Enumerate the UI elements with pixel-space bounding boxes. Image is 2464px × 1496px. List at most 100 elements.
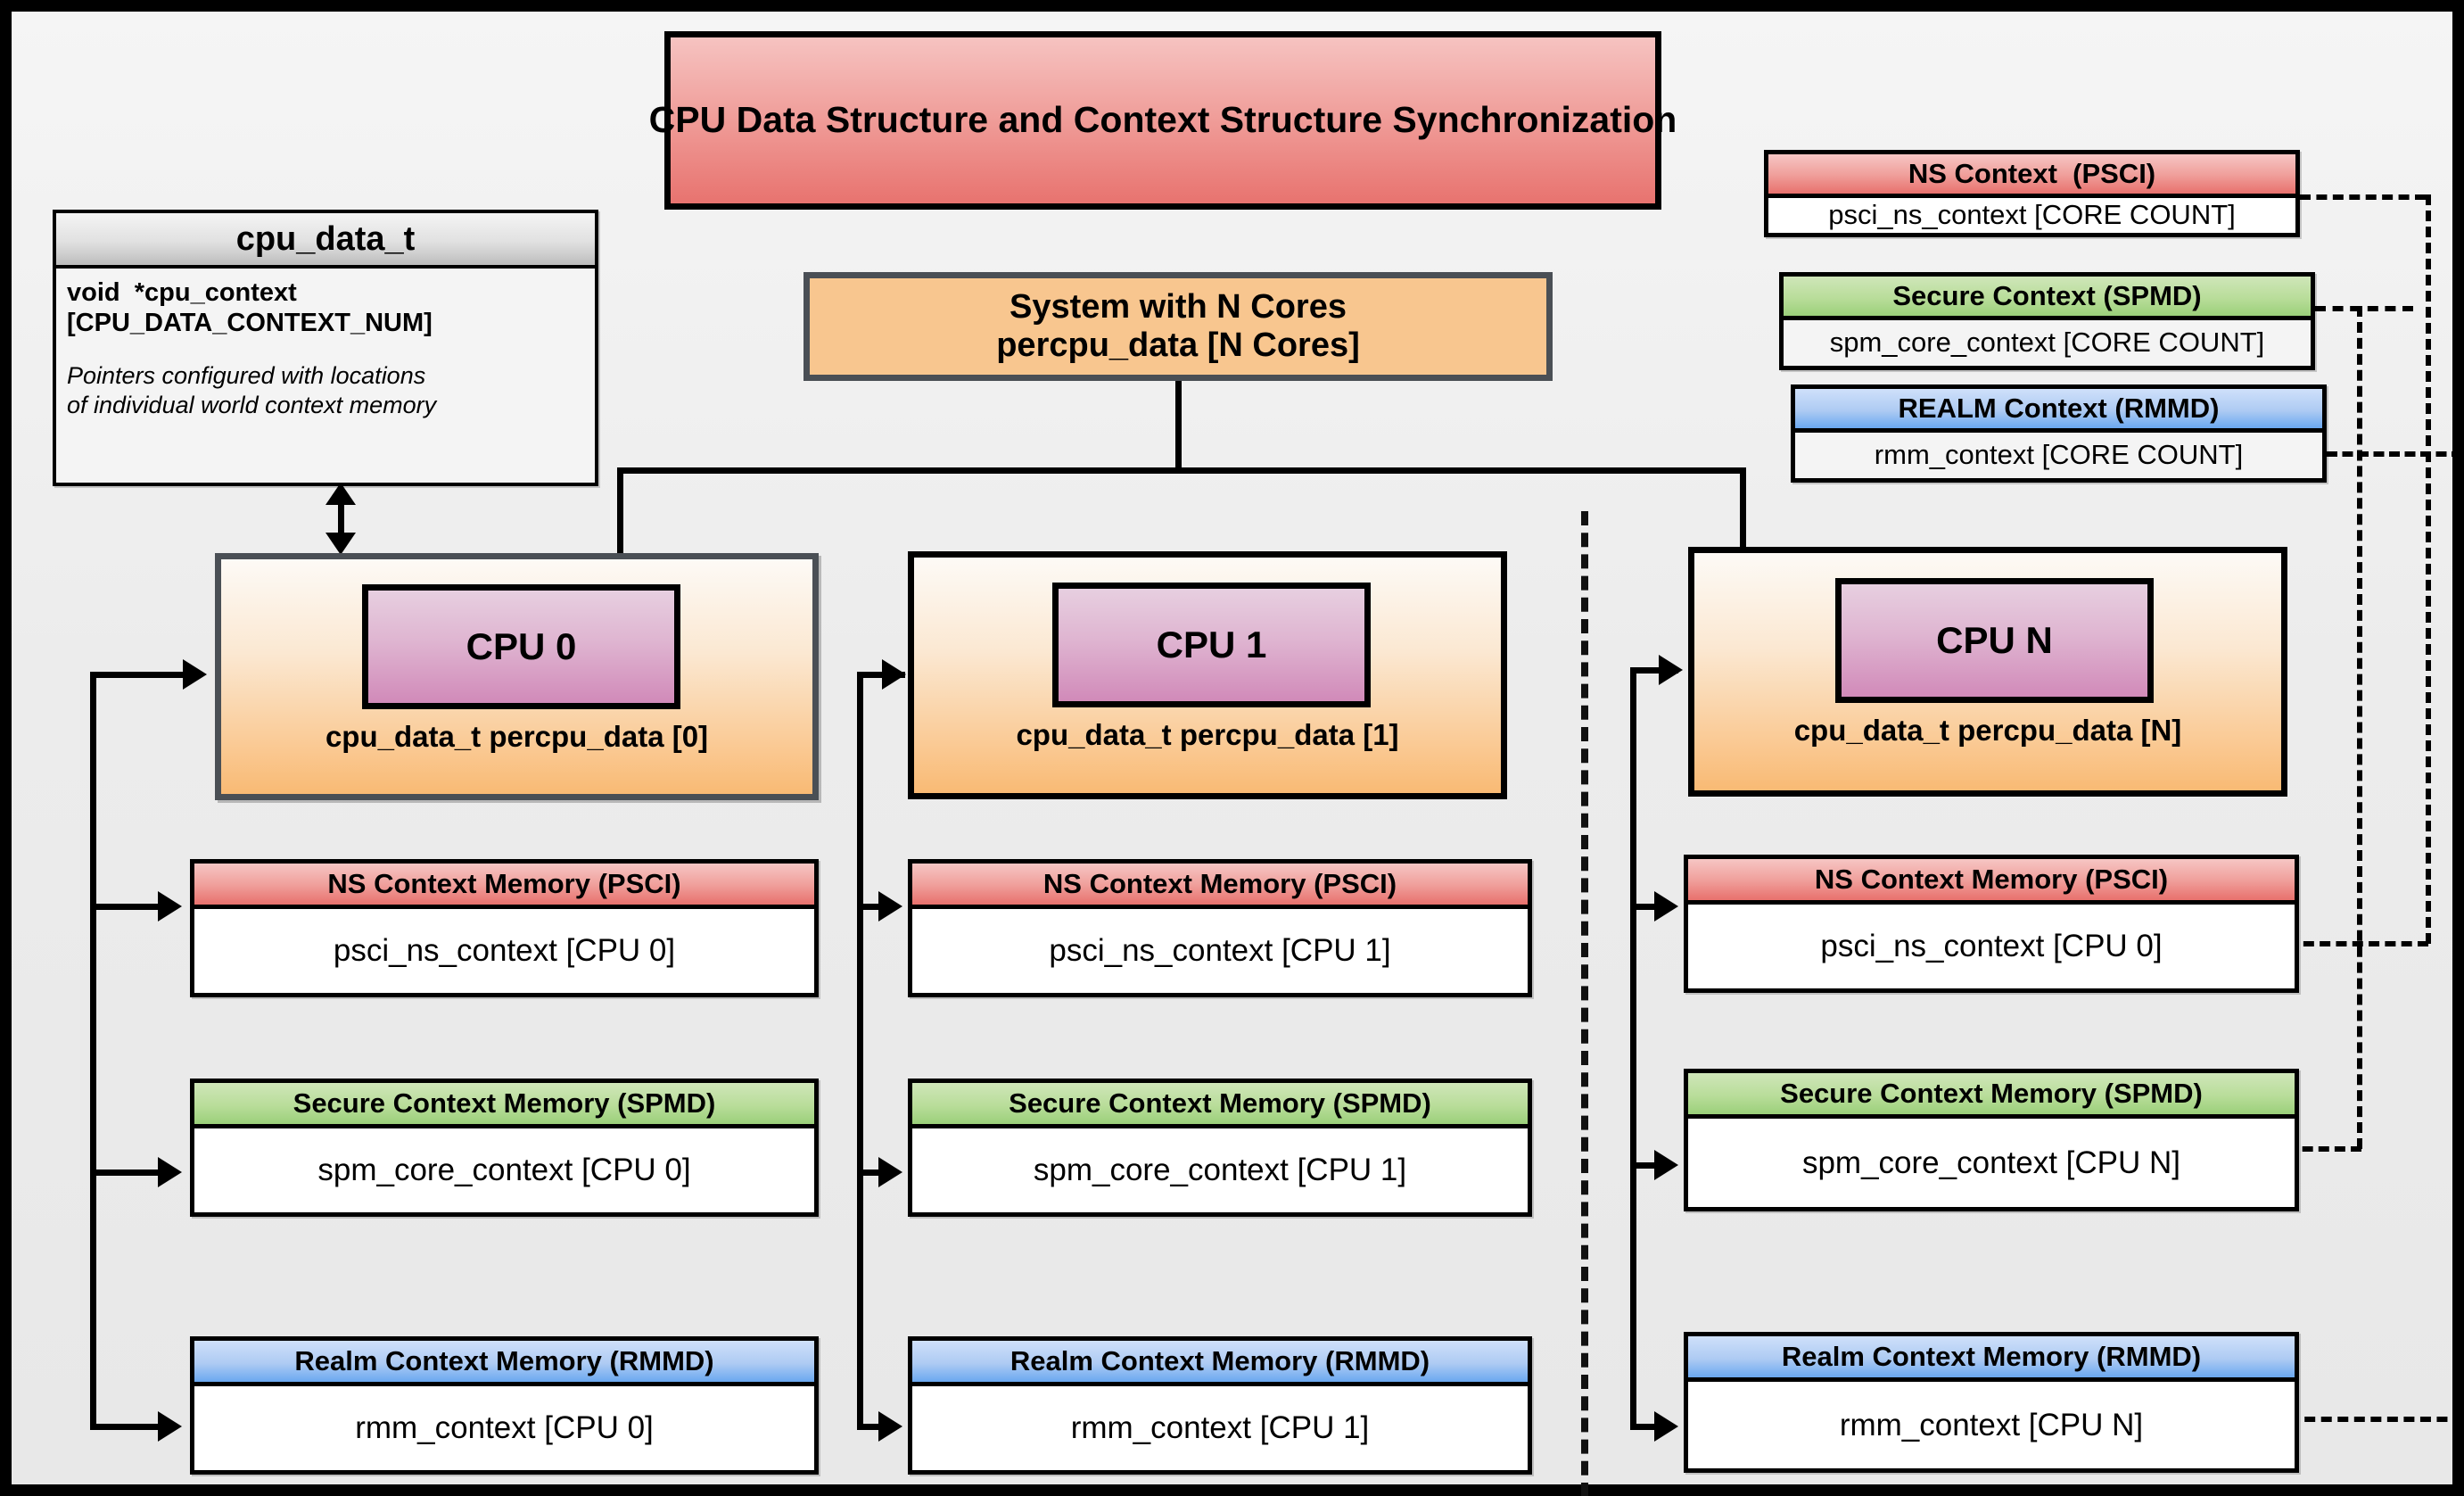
cpu0-context-secure-header-text: Secure Context Memory (SPMD): [293, 1087, 716, 1119]
global-context-secure-header-text: Secure Context (SPMD): [1892, 279, 2202, 311]
cpuN-arm-realm: [1630, 1424, 1659, 1430]
cpu0-context-realm: Realm Context Memory (RMMD) rmm_context …: [190, 1336, 819, 1475]
cpu-data-t-field: void *cpu_context [CPU_DATA_CONTEXT_NUM]: [67, 278, 433, 338]
cpu1-context-ns-body: psci_ns_context [CPU 1]: [912, 909, 1528, 993]
cpu1-arrow-realm: [878, 1411, 902, 1442]
cpuN-context-realm-header: Realm Context Memory (RMMD): [1688, 1336, 2295, 1382]
cpu0-bus: [90, 672, 96, 1430]
cpu0-context-realm-header: Realm Context Memory (RMMD): [194, 1341, 814, 1386]
cpu0-context-ns-body-text: psci_ns_context [CPU 0]: [333, 933, 676, 969]
cpu1-context-ns: NS Context Memory (PSCI) psci_ns_context…: [908, 859, 1532, 997]
system-box: System with N Cores percpu_data [N Cores…: [803, 272, 1553, 381]
cpu-data-t-link-arrow-down: [326, 533, 356, 555]
tree-branch-cpuN: [1740, 467, 1746, 564]
cpu1-arm-realm: [857, 1424, 886, 1430]
cpu-caption-cpu0-text: cpu_data_t percpu_data [0]: [325, 720, 709, 753]
cpuN-context-ns-header: NS Context Memory (PSCI): [1688, 859, 2295, 905]
cpu1-context-secure-header-text: Secure Context Memory (SPMD): [1009, 1087, 1431, 1119]
cpu1-context-realm: Realm Context Memory (RMMD) rmm_context …: [908, 1336, 1532, 1475]
cpu1-arrow-secure: [878, 1157, 902, 1187]
dash-ns-bottom: [2205, 941, 2428, 946]
cpu1-context-realm-body: rmm_context [CPU 1]: [912, 1386, 1528, 1470]
cpu-chip-cpu1: CPU 1: [1052, 583, 1371, 707]
global-context-ns-header-text: NS Context (PSCI): [1908, 157, 2156, 189]
cpu-chip-cpu0-label: CPU 0: [466, 625, 577, 668]
dash-realm-top: [2327, 451, 2462, 457]
cpuN-context-secure-header: Secure Context Memory (SPMD): [1688, 1073, 2295, 1119]
global-context-ns-body-text: psci_ns_context [CORE COUNT]: [1828, 199, 2236, 231]
cpu-card-cpu0: CPU 0 cpu_data_t percpu_data [0]: [215, 553, 819, 800]
cpu-data-t-link-stem: [338, 504, 344, 534]
global-context-secure-body: spm_core_context [CORE COUNT]: [1784, 320, 2311, 366]
cpu-caption-cpuN: cpu_data_t percpu_data [N]: [1694, 714, 2281, 748]
dash-secure-down: [2357, 306, 2362, 1149]
cpu-data-t-box: cpu_data_t void *cpu_context [CPU_DATA_C…: [53, 210, 598, 486]
dash-secure-top: [2315, 306, 2413, 311]
cpu0-arrow-realm: [158, 1411, 182, 1442]
cpu-data-t-header: cpu_data_t: [56, 213, 595, 269]
cpuN-context-secure-body-text: spm_core_context [CPU N]: [1801, 1145, 2181, 1180]
cpu-card-cpu1: CPU 1 cpu_data_t percpu_data [1]: [908, 551, 1507, 799]
cpuN-context-ns: NS Context Memory (PSCI) psci_ns_context…: [1684, 855, 2299, 993]
cpuN-arm-ns: [1630, 904, 1659, 910]
cpu1-context-ns-body-text: psci_ns_context [CPU 1]: [1049, 933, 1391, 969]
cpu-chip-cpu1-label: CPU 1: [1156, 624, 1267, 666]
cpu0-arrow-card: [183, 659, 207, 690]
tree-bus: [617, 467, 1746, 474]
cpu1-arm-secure: [857, 1170, 886, 1176]
cpuN-bus: [1630, 667, 1636, 1430]
cpu0-context-secure-header: Secure Context Memory (SPMD): [194, 1083, 814, 1128]
cpuN-context-ns-body-text: psci_ns_context [CPU 0]: [1820, 929, 2163, 964]
dash-realm-bottom: [2205, 1417, 2464, 1422]
cpu0-context-realm-body: rmm_context [CPU 0]: [194, 1386, 814, 1470]
cpuN-context-realm-body-text: rmm_context [CPU N]: [1839, 1407, 2144, 1442]
cpuN-arm-secure: [1630, 1162, 1659, 1169]
dash-realm-down: [2460, 451, 2464, 1419]
cpu0-arrow-ns: [158, 891, 182, 922]
cpu0-context-secure: Secure Context Memory (SPMD) spm_core_co…: [190, 1079, 819, 1217]
cpu1-context-realm-body-text: rmm_context [CPU 1]: [1070, 1410, 1370, 1446]
cpu1-context-secure-body-text: spm_core_context [CPU 1]: [1033, 1153, 1407, 1188]
tree-branch-cpu0: [617, 467, 623, 564]
cpuN-context-ns-body: psci_ns_context [CPU 0]: [1688, 905, 2295, 988]
cpuN-arrow-card: [1659, 655, 1683, 685]
global-context-realm-body-text: rmm_context [CORE COUNT]: [1874, 439, 2244, 471]
global-context-secure-body-text: spm_core_context [CORE COUNT]: [1829, 326, 2265, 359]
cpu0-context-realm-header-text: Realm Context Memory (RMMD): [294, 1344, 714, 1376]
cpu0-context-ns-header: NS Context Memory (PSCI): [194, 864, 814, 909]
diagram-title: CPU Data Structure and Context Structure…: [649, 31, 1677, 210]
dash-ns-top: [2300, 194, 2426, 200]
cpuN-context-realm-header-text: Realm Context Memory (RMMD): [1781, 1340, 2202, 1372]
tree-trunk: [1175, 381, 1182, 474]
cpu0-arrow-secure: [158, 1157, 182, 1187]
cpuN-context-secure: Secure Context Memory (SPMD) spm_core_co…: [1684, 1069, 2299, 1211]
cpu0-context-realm-body-text: rmm_context [CPU 0]: [355, 1410, 654, 1446]
cpu-caption-cpu1-text: cpu_data_t percpu_data [1]: [1016, 718, 1399, 751]
global-context-realm-body: rmm_context [CORE COUNT]: [1795, 433, 2322, 478]
cpu0-context-ns: NS Context Memory (PSCI) psci_ns_context…: [190, 859, 819, 997]
global-context-ns-header: NS Context (PSCI): [1768, 154, 2295, 198]
cpu1-arm-ns: [857, 904, 886, 910]
cpu-card-cpuN: CPU N cpu_data_t percpu_data [N]: [1688, 547, 2287, 797]
cpu1-context-realm-header: Realm Context Memory (RMMD): [912, 1341, 1528, 1386]
cpuN-context-ns-header-text: NS Context Memory (PSCI): [1814, 863, 2169, 895]
cpu1-context-realm-header-text: Realm Context Memory (RMMD): [1009, 1344, 1430, 1376]
cpuN-context-realm: Realm Context Memory (RMMD) rmm_context …: [1684, 1332, 2299, 1473]
cpu0-context-ns-body: psci_ns_context [CPU 0]: [194, 909, 814, 993]
cpu-data-t-note: Pointers configured with locations of in…: [67, 362, 437, 418]
cpu1-context-secure: Secure Context Memory (SPMD) spm_core_co…: [908, 1079, 1532, 1217]
diagram-title-text: CPU Data Structure and Context Structure…: [648, 99, 1677, 141]
cpu0-context-secure-body: spm_core_context [CPU 0]: [194, 1128, 814, 1212]
cpu0-context-ns-header-text: NS Context Memory (PSCI): [327, 867, 681, 899]
cpu0-arm-realm: [90, 1424, 163, 1430]
cpu1-arrow-card: [882, 659, 906, 690]
cpuN-context-realm-body: rmm_context [CPU N]: [1688, 1382, 2295, 1468]
cpu-chip-cpuN: CPU N: [1835, 578, 2154, 703]
cpu1-context-ns-header-text: NS Context Memory (PSCI): [1042, 867, 1397, 899]
cpuN-arrow-ns: [1654, 891, 1678, 922]
global-context-ns: NS Context (PSCI) psci_ns_context [CORE …: [1764, 150, 2300, 237]
cpu0-arm-secure: [90, 1170, 163, 1176]
cpu-caption-cpuN-text: cpu_data_t percpu_data [N]: [1793, 714, 2182, 747]
